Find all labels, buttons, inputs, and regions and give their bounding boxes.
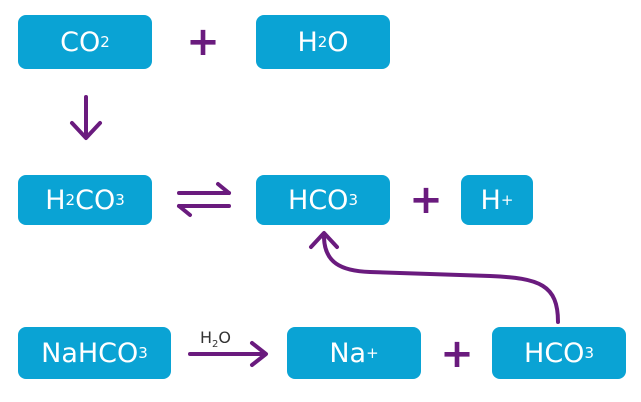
plus-sign-row1: + — [186, 19, 220, 65]
equilibrium-arrows-icon — [177, 182, 231, 217]
arrow-label-sub: 2 — [212, 339, 219, 350]
arrow-label-o: O — [218, 328, 231, 347]
h2o-base-o: O — [327, 26, 349, 58]
reaction-arrow-icon — [188, 341, 268, 367]
plus-sign-row2: + — [409, 177, 443, 223]
reaction-arrow-label: H2O — [200, 328, 231, 350]
hco3-base-row2: HCO — [288, 184, 349, 216]
h2o-base-h: H — [297, 26, 318, 58]
hplus-base: H — [480, 184, 501, 216]
naplus-base: Na — [329, 337, 367, 369]
hco3-base-row3: HCO — [524, 337, 585, 369]
nahco3-base: NaHCO — [41, 337, 139, 369]
down-arrow-icon — [70, 95, 102, 140]
hplus-box: H+ — [461, 175, 533, 225]
arrow-label-h: H — [200, 328, 213, 347]
co2-base: CO — [60, 26, 101, 58]
naplus-box: Na+ — [287, 327, 421, 379]
h2co3-co: CO — [75, 184, 116, 216]
curved-arrow-icon — [309, 231, 560, 324]
plus-sign-row3: + — [440, 331, 474, 377]
h2co3-h: H — [45, 184, 66, 216]
